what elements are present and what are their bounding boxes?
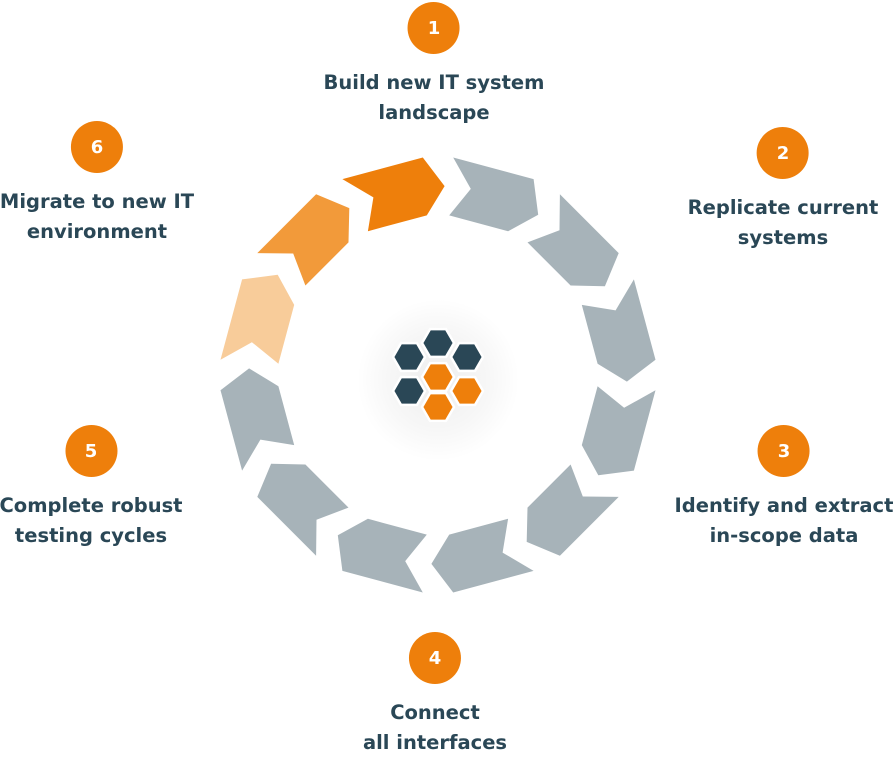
hexagon-cell xyxy=(420,361,456,393)
step-label: Identify and extract in-scope data xyxy=(674,494,894,547)
step-number-badge: 4 xyxy=(409,632,461,684)
step-label: Connect all interfaces xyxy=(362,701,508,754)
hexagon-cell xyxy=(420,327,456,359)
hexagon-cell xyxy=(449,341,485,373)
step-3: 3 Identify and extract in-scope data xyxy=(674,425,894,551)
cycle-chevron-arrow xyxy=(526,464,619,556)
step-number-badge: 3 xyxy=(757,425,810,477)
step-number-badge: 5 xyxy=(64,425,117,477)
cycle-chevron-arrow xyxy=(257,194,350,286)
step-number-badge: 6 xyxy=(70,121,123,173)
step-4: 4 Connect all interfaces xyxy=(363,632,507,758)
step-6: 6 Migrate to new IT environment xyxy=(0,121,194,247)
step-label: Build new IT system landscape xyxy=(323,71,545,124)
step-1: 1 Build new IT system landscape xyxy=(323,2,545,128)
cycle-chevron-arrow xyxy=(581,386,656,476)
hexagon-cell xyxy=(449,375,485,407)
step-label: Replicate current systems xyxy=(687,196,879,249)
cycle-chevron-arrow xyxy=(527,194,619,287)
step-label: Migrate to new IT environment xyxy=(0,190,195,243)
step-2: 2 Replicate current systems xyxy=(687,127,879,253)
hexagon-cluster-icon xyxy=(391,327,485,423)
step-number-badge: 1 xyxy=(407,2,460,54)
hexagon-cell xyxy=(391,341,427,373)
cycle-chevron-arrow xyxy=(257,463,349,556)
cycle-chevron-arrow xyxy=(220,368,295,471)
cycle-chevron-arrow xyxy=(449,157,539,232)
hexagon-cell xyxy=(420,391,456,423)
hexagon-cell xyxy=(391,375,427,407)
step-number-badge: 2 xyxy=(756,127,809,179)
cycle-chevron-arrow xyxy=(337,518,427,593)
cycle-chevron-arrow xyxy=(431,518,534,593)
cycle-chevron-arrow xyxy=(581,279,656,382)
step-label: Complete robust testing cycles xyxy=(0,494,183,547)
step-5: 5 Complete robust testing cycles xyxy=(0,425,183,551)
cycle-chevron-arrow xyxy=(342,157,445,232)
cycle-chevron-arrow xyxy=(220,274,295,364)
